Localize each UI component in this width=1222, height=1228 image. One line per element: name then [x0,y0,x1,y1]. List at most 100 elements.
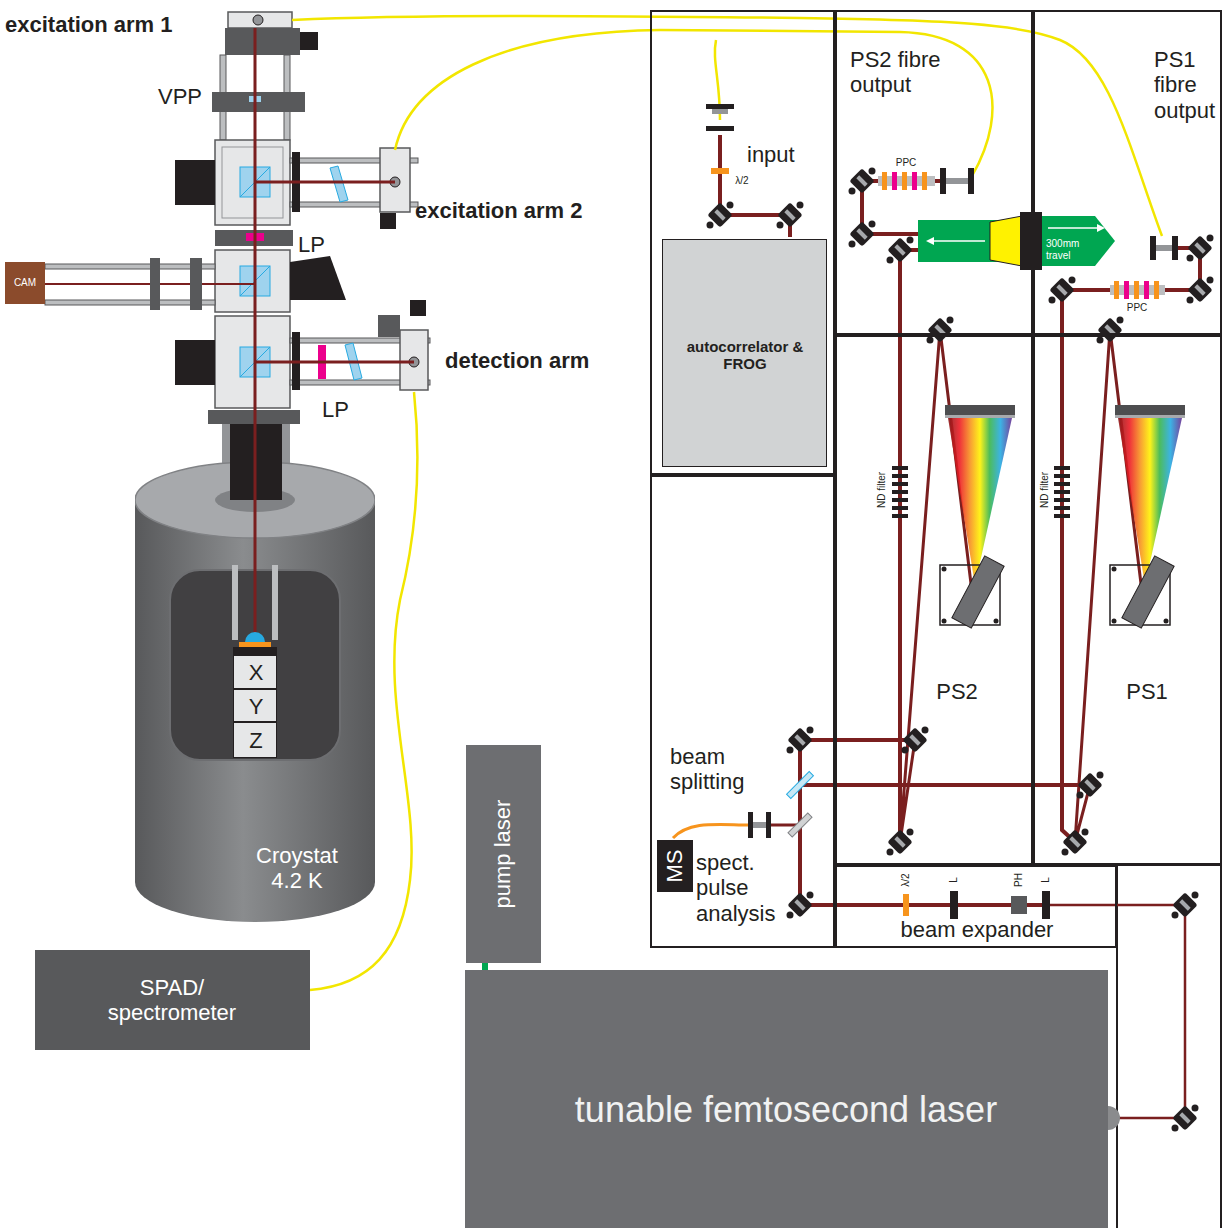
nd-filter [892,498,908,502]
cryostat-shape [232,565,238,640]
delay-stage [926,237,934,245]
box-label: tunable femtosecond laser [575,1089,997,1130]
grating-and-mirror [1115,405,1185,418]
box-label: autocorrelator & FROG [684,338,806,373]
grating-and-mirror [994,619,999,624]
fibre-coupler [1172,236,1178,260]
camera-arm [45,264,215,269]
polarisation-controller [1134,281,1139,299]
breadboard-panel: beam splittingspect. pulse analysisMS [650,475,835,948]
delay-stage [1048,227,1098,229]
mirror-mount [887,237,914,264]
laser-box: pump laser [466,745,541,963]
camera-arm [45,300,215,305]
excitation-arm-1 [225,28,300,55]
pump-beam-link [482,963,488,970]
excitation-arm-1 [228,12,292,28]
polarisation-controller [1114,281,1119,299]
beam-expander-optics [903,891,1050,919]
grating-and-mirror [1112,619,1117,624]
panel-title: beam splitting [670,744,765,795]
fibre-coupler [940,168,946,194]
detection-arm [255,361,414,364]
pickoff-plate [788,813,812,837]
polarisation-controller [1124,281,1129,299]
panel-title: beam expander [901,917,1054,942]
fibre-coupler [706,104,1178,838]
laser-output-port [1108,1106,1120,1130]
camera-arm [290,256,346,300]
breadboard-panel: PS1 fibre output [1033,10,1222,335]
panel-title: PS2 [936,679,978,704]
box-label: X [249,660,264,685]
grating-and-mirror [952,556,1004,628]
polarisation-controller [892,172,897,190]
mirror-mount [1062,829,1089,856]
box-label: SPAD/ spectrometer [97,975,247,1026]
mirror-mount [887,829,914,856]
part-label: detection arm [445,348,589,373]
beam-expander-optics [1011,896,1027,914]
nd-filter [892,466,1070,518]
excitation-arm-2 [330,166,348,202]
polarisation-controller [902,172,907,190]
grating-and-mirror [945,415,1015,418]
beam-expander-optics [1042,891,1050,919]
fibre-coupler [748,812,753,838]
delay-stage [1097,224,1105,232]
box-label: CAM [14,277,36,289]
part-label: LP [322,397,349,422]
mirror-mount [1172,892,1199,919]
instrument-box: autocorrelator & FROG [662,239,827,467]
excitation-arm-1 [220,12,318,140]
delay-stage [932,240,985,242]
excitation-arm-2 [255,148,418,229]
part-label: λ/2 [900,873,912,886]
mirror-mount [1172,1105,1199,1132]
breadboard-panel: PS2 fibre output [835,10,1033,335]
grating-and-mirror [1118,418,1182,585]
grating-and-mirror [1122,556,1174,628]
part-label: PPC [1127,302,1148,314]
laser-beam [1062,248,1200,842]
delay-stage [1020,212,1042,270]
half-wave-plate [711,168,729,174]
polarisation-controller [912,172,917,190]
fibre-coupler [706,104,734,109]
mirror-mount [1187,277,1214,304]
delay-stage [990,216,1022,266]
part-label: PH [1013,873,1025,887]
camera-arm [45,250,346,312]
mirror-mount [849,221,876,248]
nd-filter [892,474,908,478]
panel-title: PS1 [1126,679,1168,704]
spectrometer-box: MS [657,840,693,892]
part-label: excitation arm 2 [415,198,583,223]
grating-and-mirror [945,405,1015,418]
beam-splitter [787,772,814,799]
polarisation-controller [878,172,1165,299]
panel-title: PS2 fibre output [850,47,980,98]
nd-filter [1054,466,1070,470]
vortex-phase-plate [212,92,305,112]
axis-stage: Y [233,689,277,722]
laser-box: tunable femtosecond laser [465,970,1108,1228]
breadboard-panel: PS1 [1033,335,1222,865]
camera-box: CAM [5,262,45,304]
nd-filter [1054,506,1070,510]
cryostat-shape [245,632,265,642]
vortex-phase-plate [212,92,305,112]
panel-title: input [747,142,795,167]
laser-beam [800,740,1050,905]
grating-and-mirror [1164,619,1169,624]
excitation-arm-1 [300,32,318,50]
detector-box: SPAD/ spectrometer [35,950,310,1050]
delay-stage [918,212,1115,270]
nd-filter [1054,514,1070,518]
beamsplitter-cube-housing [175,160,215,205]
cryostat-shape [272,565,278,640]
mirror-mount [707,202,734,229]
breadboard-panel: input autocorrelator & FROG [650,10,835,475]
grating-and-mirror [1110,405,1185,628]
